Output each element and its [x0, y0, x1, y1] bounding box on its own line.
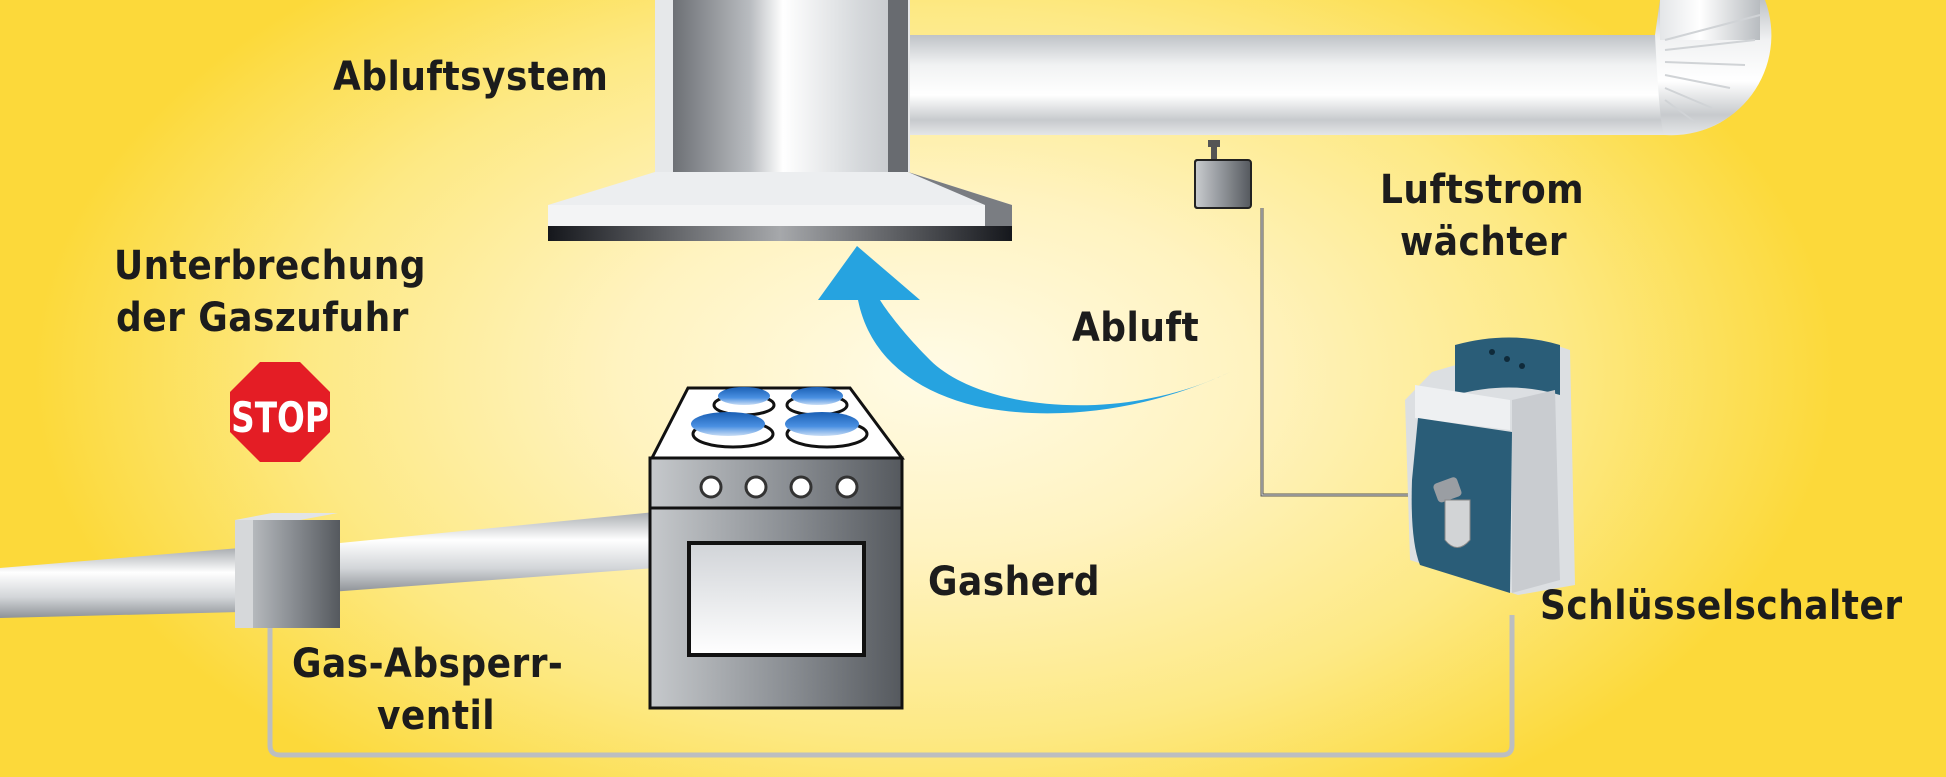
label-exhaust-air: Abluft: [1072, 305, 1200, 351]
label-shutoff-valve-line1: Gas-Absperr-: [292, 641, 564, 687]
label-gas-interruption-line1: Unterbrechung: [114, 243, 427, 289]
range-hood: [548, 0, 1012, 241]
key-switch-device: [1405, 337, 1575, 595]
stop-sign: STOP: [230, 362, 330, 462]
label-shutoff-valve-line2: ventil: [377, 693, 496, 739]
label-airflow-monitor-line1: Luftstrom: [1380, 167, 1585, 213]
flame-icon: [691, 387, 859, 436]
gas-stove: [648, 386, 905, 710]
label-key-switch: Schlüsselschalter: [1540, 583, 1903, 629]
label-gas-stove: Gasherd: [928, 559, 1100, 605]
exhaust-duct: [905, 0, 1772, 136]
gas-shutoff-valve-device: [235, 513, 340, 628]
gas-pipe: [0, 512, 655, 618]
label-exhaust-system: Abluftsystem: [333, 54, 609, 100]
signal-wire: [267, 208, 1515, 758]
stop-sign-text: STOP: [231, 393, 329, 442]
label-gas-interruption-line2: der Gaszufuhr: [116, 295, 409, 341]
knob-icon: [699, 475, 859, 499]
airflow-monitor-device: [1194, 140, 1252, 209]
exhaust-arrow: [818, 246, 1230, 414]
label-airflow-monitor-line2: wächter: [1400, 219, 1568, 265]
